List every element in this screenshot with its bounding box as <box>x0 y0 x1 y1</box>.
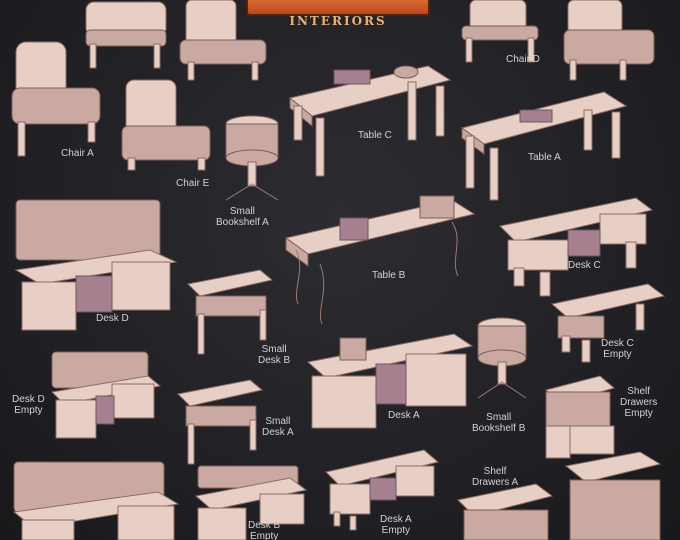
chair-top-left <box>85 1 167 69</box>
table-b <box>284 195 476 325</box>
label-line: Desk B <box>258 355 291 366</box>
label-line: Bookshelf B <box>472 423 526 434</box>
label-small-bookshelf-b: Small Bookshelf B <box>472 412 525 434</box>
label-table-b: Table B <box>372 270 406 281</box>
shelf-drawers-empty <box>545 375 616 459</box>
label-chair-d: Chair D <box>506 54 540 65</box>
desk-d-empty <box>50 351 162 439</box>
desk-b-empty <box>194 465 308 540</box>
label-desk-c-empty: Desk C Empty <box>601 338 634 360</box>
desk-d-bottom <box>12 461 180 540</box>
chair-a <box>11 41 101 157</box>
desk-a <box>306 333 474 429</box>
label-line: Drawers A <box>472 477 519 488</box>
brand-logo: INTERIORS <box>240 0 436 36</box>
label-line: Small <box>265 416 291 427</box>
label-line: Drawers <box>620 397 658 408</box>
label-line: Desk A <box>262 427 294 438</box>
label-desk-d: Desk D <box>96 313 129 324</box>
bookshelf-bottom-right <box>564 451 662 540</box>
small-desk-a <box>176 379 264 465</box>
logo-subtitle: INTERIORS <box>289 14 387 28</box>
label-desk-a: Desk A <box>388 410 420 421</box>
chair-e <box>121 79 211 171</box>
shelf-drawers-a <box>456 483 554 540</box>
small-bookshelf-a <box>225 115 279 201</box>
label-line: Empty <box>249 531 279 540</box>
label-line: Small <box>229 206 255 217</box>
desk-d <box>14 199 178 331</box>
logo-banner <box>246 0 430 16</box>
label-chair-a: Chair A <box>61 148 94 159</box>
label-line: Shelf <box>483 466 507 477</box>
label-table-c: Table C <box>358 130 392 141</box>
label-line: Bookshelf A <box>216 217 269 228</box>
label-line: Empty <box>603 349 632 360</box>
label-table-a: Table A <box>528 152 561 163</box>
label-line: Desk C <box>601 338 634 349</box>
label-line: Small <box>261 344 287 355</box>
label-line: Empty <box>14 405 43 416</box>
label-small-desk-b: Small Desk B <box>258 344 290 366</box>
label-chair-e: Chair E <box>176 178 210 189</box>
label-line: Small <box>486 412 512 423</box>
label-desk-b-empty: Desk B Empty <box>248 520 280 540</box>
desk-c <box>498 197 654 297</box>
label-line: Shelf <box>627 386 651 397</box>
table-a <box>460 91 628 201</box>
label-line: Empty <box>624 408 653 419</box>
table-c <box>288 65 452 177</box>
label-shelf-drawers-empty: Shelf Drawers Empty <box>620 386 657 419</box>
label-line: Desk D <box>12 394 45 405</box>
desk-c-empty <box>550 283 666 363</box>
desk-a-empty <box>325 449 440 531</box>
label-line: Empty <box>381 525 411 536</box>
small-bookshelf-b <box>477 317 527 399</box>
chair-top-right <box>563 0 655 81</box>
label-small-desk-a: Small Desk A <box>262 416 294 438</box>
label-desk-c: Desk C <box>568 260 601 271</box>
chair-top-center <box>179 0 267 81</box>
chair-d <box>461 0 539 63</box>
small-desk-b <box>186 269 274 355</box>
label-desk-d-empty: Desk D Empty <box>12 394 45 416</box>
label-line: Desk A <box>380 514 412 525</box>
label-desk-a-empty: Desk A Empty <box>380 514 412 536</box>
label-small-bookshelf-a: Small Bookshelf A <box>216 206 269 228</box>
label-line: Desk B <box>248 520 281 531</box>
label-shelf-drawers-a: Shelf Drawers A <box>472 466 518 488</box>
